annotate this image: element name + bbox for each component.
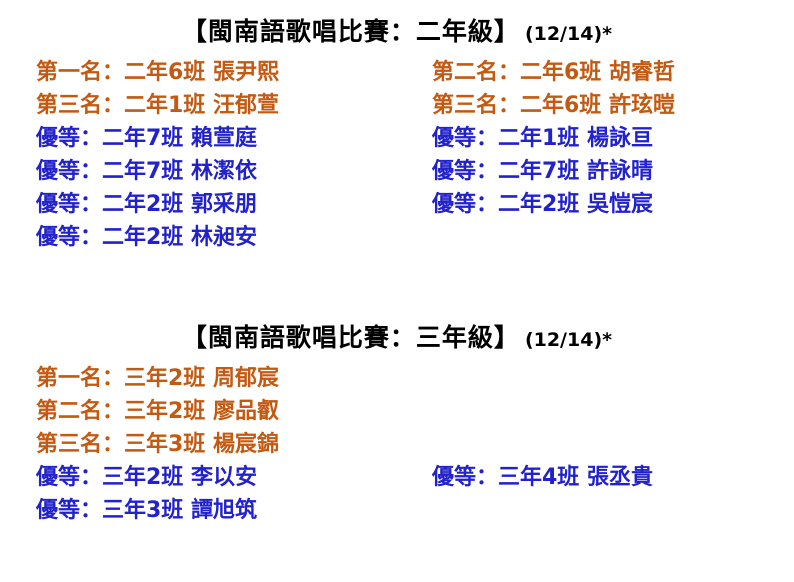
section-date-grade2: (12/14)* xyxy=(524,23,613,45)
result-row: 第一名：三年2班 周郁宸 xyxy=(0,362,794,395)
result-row: 優等：三年3班 譚旭筑 xyxy=(0,494,794,527)
honor-line-right: 優等：三年4班 張丞貴 xyxy=(432,465,653,490)
result-row: 第一名：二年6班 張尹熙 第二名：二年6班 胡睿哲 xyxy=(0,56,794,89)
section-date-grade3: (12/14)* xyxy=(524,329,613,351)
empty-cell xyxy=(432,362,794,395)
honor-line-left: 優等：二年2班 林昶安 xyxy=(36,225,257,250)
honor-line-left: 優等：三年3班 譚旭筑 xyxy=(36,498,257,523)
rank3-line-right: 第三名：二年6班 許玹暟 xyxy=(432,93,675,118)
section-title-grade2-text: 【閩南語歌唱比賽：二年級】 xyxy=(181,17,520,46)
result-row: 優等：二年7班 賴萱庭 優等：二年1班 楊詠亘 xyxy=(0,122,794,155)
result-row: 優等：二年2班 林昶安 xyxy=(0,221,794,254)
honor-line-right: 優等：二年1班 楊詠亘 xyxy=(432,126,653,151)
result-row: 第三名：三年3班 楊宸錦 xyxy=(0,428,794,461)
section-gap xyxy=(0,254,794,318)
section-title-grade3: 【閩南語歌唱比賽：三年級】(12/14)* xyxy=(0,318,794,360)
results-grade2: 第一名：二年6班 張尹熙 第二名：二年6班 胡睿哲 第三名：二年1班 汪郁萱 第… xyxy=(0,56,794,254)
honor-line-left: 優等：二年7班 林潔依 xyxy=(36,159,257,184)
rank1-line: 第一名：三年2班 周郁宸 xyxy=(36,366,279,391)
result-row: 優等：三年2班 李以安 優等：三年4班 張丞貴 xyxy=(0,461,794,494)
empty-cell xyxy=(432,428,794,461)
honor-line-left: 優等：三年2班 李以安 xyxy=(36,465,257,490)
result-row: 第三名：二年1班 汪郁萱 第三名：二年6班 許玹暟 xyxy=(0,89,794,122)
results-grade3: 第一名：三年2班 周郁宸 第二名：三年2班 廖品叡 第三名：三年3班 楊宸錦 優… xyxy=(0,362,794,527)
result-row: 優等：二年2班 郭采朋 優等：二年2班 吳愷宸 xyxy=(0,188,794,221)
honor-line-right: 優等：二年2班 吳愷宸 xyxy=(432,192,653,217)
section-title-grade2: 【閩南語歌唱比賽：二年級】(12/14)* xyxy=(0,12,794,54)
rank3-line-left: 第三名：二年1班 汪郁萱 xyxy=(36,93,279,118)
empty-cell xyxy=(432,395,794,428)
empty-cell xyxy=(432,494,794,527)
rank2-line-right: 第二名：二年6班 胡睿哲 xyxy=(432,60,675,85)
honor-line-right xyxy=(432,221,794,254)
rank1-line-left: 第一名：二年6班 張尹熙 xyxy=(36,60,279,85)
honor-line-left: 優等：二年7班 賴萱庭 xyxy=(36,126,257,151)
section-title-grade3-text: 【閩南語歌唱比賽：三年級】 xyxy=(181,323,520,352)
rank3-line: 第三名：三年3班 楊宸錦 xyxy=(36,432,279,457)
result-row: 優等：二年7班 林潔依 優等：二年7班 許詠晴 xyxy=(0,155,794,188)
honor-line-right: 優等：二年7班 許詠晴 xyxy=(432,159,653,184)
result-row: 第二名：三年2班 廖品叡 xyxy=(0,395,794,428)
rank2-line: 第二名：三年2班 廖品叡 xyxy=(36,399,279,424)
honor-line-left: 優等：二年2班 郭采朋 xyxy=(36,192,257,217)
